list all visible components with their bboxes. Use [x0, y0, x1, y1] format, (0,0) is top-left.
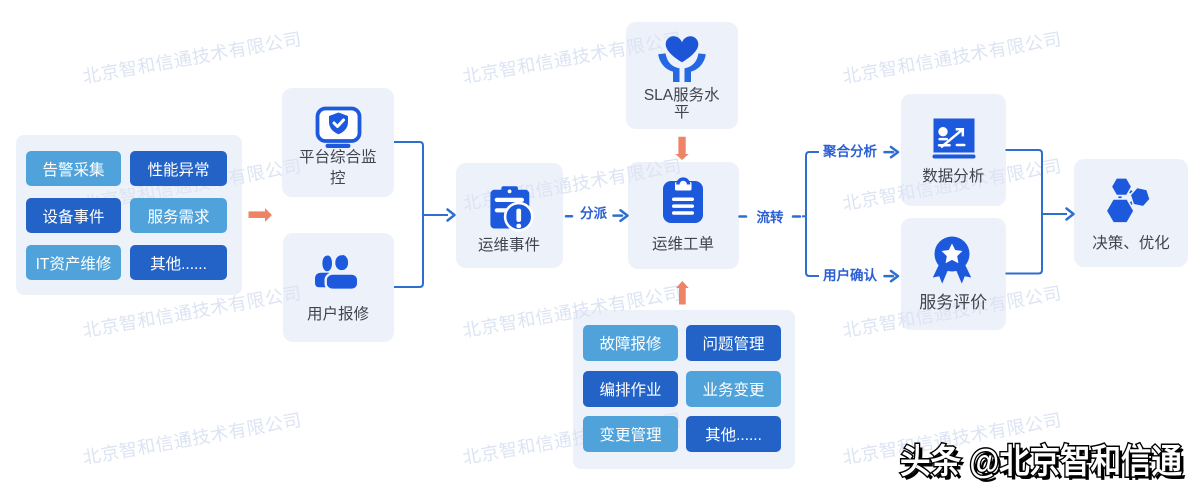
- svg-text:头条 @北京智和信通: 头条 @北京智和信通: [904, 447, 1186, 485]
- svg-text:头条 @北京智和信通: 头条 @北京智和信通: [900, 443, 1182, 481]
